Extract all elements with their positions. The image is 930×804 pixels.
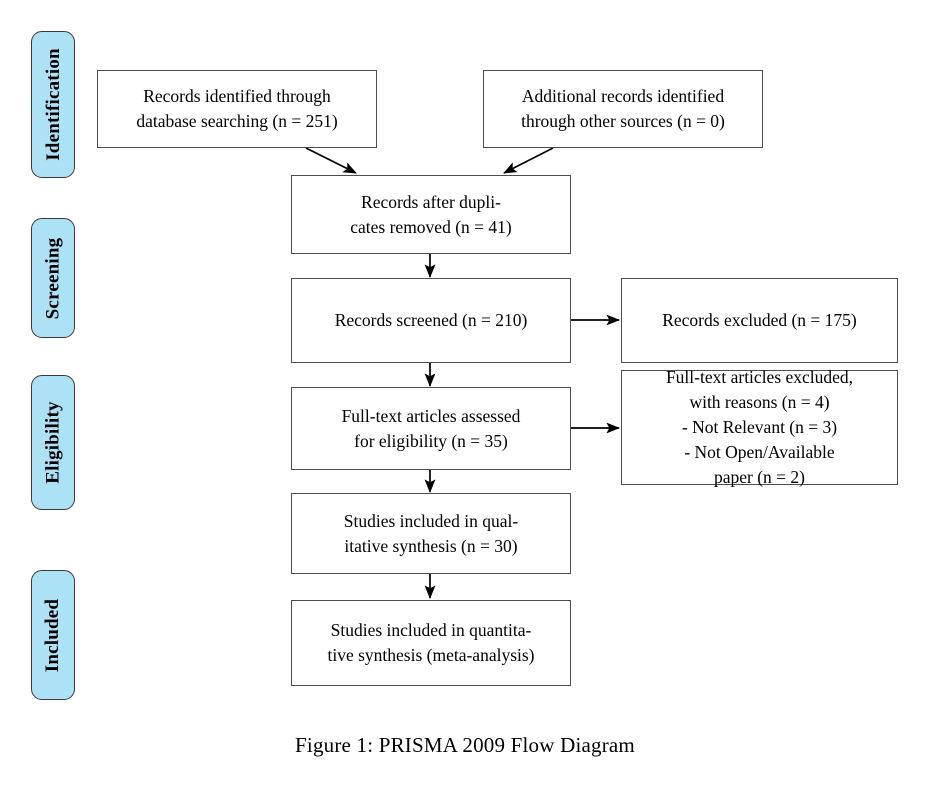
figure-caption: Figure 1: PRISMA 2009 Flow Diagram	[295, 733, 635, 757]
node-qualitative-synthesis-text: Studies included in qual- itative synthe…	[343, 510, 519, 556]
stage-label-included-text: Included	[42, 598, 64, 672]
node-duplicates-removed-text: Records after dupli- cates removed (n = …	[350, 191, 512, 237]
node-additional-records-text: Additional records identified through ot…	[521, 86, 725, 131]
node-records-excluded: Records excluded (n = 175)	[621, 278, 898, 363]
node-fulltext-excluded: Full-text articles excluded, with reason…	[621, 367, 898, 487]
node-fulltext-excluded-text: Full-text articles excluded, with reason…	[665, 367, 854, 487]
stage-label-included: Included	[31, 570, 75, 700]
node-qualitative-synthesis: Studies included in qual- itative synthe…	[291, 493, 571, 574]
node-fulltext-assessed-text: Full-text articles assessed for eligibil…	[341, 405, 521, 451]
stage-label-eligibility-text: Eligibility	[42, 401, 64, 484]
node-records-identified: Records identified through database sear…	[97, 70, 377, 148]
node-additional-records: Additional records identified through ot…	[483, 70, 763, 148]
node-quantitative-synthesis: Studies included in quantita- tive synth…	[291, 600, 571, 686]
stage-label-screening-text: Screening	[42, 237, 64, 319]
node-records-identified-text: Records identified through database sear…	[136, 86, 338, 131]
node-fulltext-assessed: Full-text articles assessed for eligibil…	[291, 387, 571, 470]
node-records-screened: Records screened (n = 210)	[291, 278, 571, 363]
stage-label-identification: Identification	[31, 31, 75, 178]
node-records-screened-text: Records screened (n = 210)	[334, 310, 528, 331]
stage-label-eligibility: Eligibility	[31, 375, 75, 510]
stage-label-identification-text: Identification	[42, 48, 64, 161]
stage-label-screening: Screening	[31, 218, 75, 338]
node-quantitative-synthesis-text: Studies included in quantita- tive synth…	[327, 620, 535, 665]
node-records-excluded-text: Records excluded (n = 175)	[662, 310, 857, 331]
node-duplicates-removed: Records after dupli- cates removed (n = …	[291, 175, 571, 254]
